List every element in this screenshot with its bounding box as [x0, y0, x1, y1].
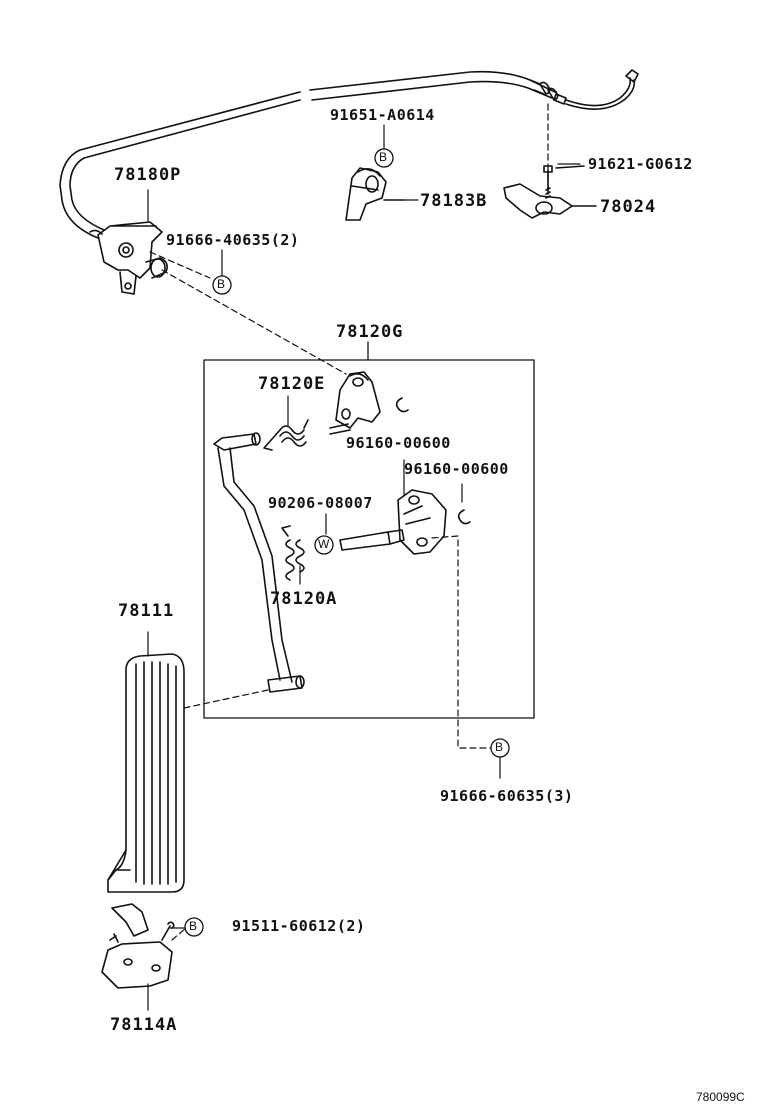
marker-w-90206-letter: W — [318, 537, 330, 551]
pivot-bracket — [397, 489, 447, 555]
label-78024: 78024 — [600, 197, 657, 217]
label-78111: 78111 — [118, 601, 175, 621]
pivot-pin — [339, 529, 405, 551]
marker-b-91651-letter: B — [379, 150, 388, 164]
label-91666-40635: 91666-40635(2) — [166, 231, 300, 249]
label-78114A: 78114A — [110, 1015, 178, 1035]
label-91651-A0614: 91651-A0614 — [330, 106, 435, 124]
pedal-arm — [213, 432, 305, 693]
label-90206-08007: 90206-08007 — [268, 494, 373, 512]
hinge-base-78114A — [101, 903, 175, 989]
e-clip-lower — [457, 509, 471, 525]
marker-b-91666-60635 — [490, 738, 510, 758]
marker-b-91666-40635-letter: B — [217, 277, 226, 291]
pedal-pad-78111 — [107, 653, 185, 893]
marker-b-91511-letter: B — [189, 919, 198, 933]
label-78180P: 78180P — [114, 165, 182, 185]
spring-lower — [281, 525, 305, 581]
marker-b-91666-60635-letter: B — [495, 740, 504, 754]
bracket-78180P — [89, 221, 168, 295]
label-96160-00600-upper: 96160-00600 — [346, 434, 451, 452]
e-clip-upper — [395, 397, 409, 413]
bracket-78024 — [503, 165, 597, 219]
label-78183B: 78183B — [420, 191, 488, 211]
marker-b-91651 — [374, 148, 394, 168]
marker-b-91511 — [184, 917, 204, 937]
label-91666-60635: 91666-60635(3) — [440, 787, 574, 805]
spring-upper — [263, 419, 309, 451]
clamp-78183B — [345, 167, 405, 221]
group-box-78120G — [203, 359, 535, 719]
marker-w-90206 — [314, 535, 334, 555]
hinge-78120E — [329, 371, 381, 435]
marker-b-91666-40635 — [212, 275, 232, 295]
label-91511-60612: 91511-60612(2) — [232, 917, 366, 935]
accelerator-cable — [59, 69, 639, 239]
label-96160-00600-lower: 96160-00600 — [404, 460, 509, 478]
label-91621-G0612: 91621-G0612 — [588, 155, 693, 173]
diagram-code: 780099C — [696, 1090, 745, 1104]
label-78120A: 78120A — [270, 589, 338, 609]
label-78120E: 78120E — [258, 374, 326, 394]
label-78120G: 78120G — [336, 322, 404, 342]
